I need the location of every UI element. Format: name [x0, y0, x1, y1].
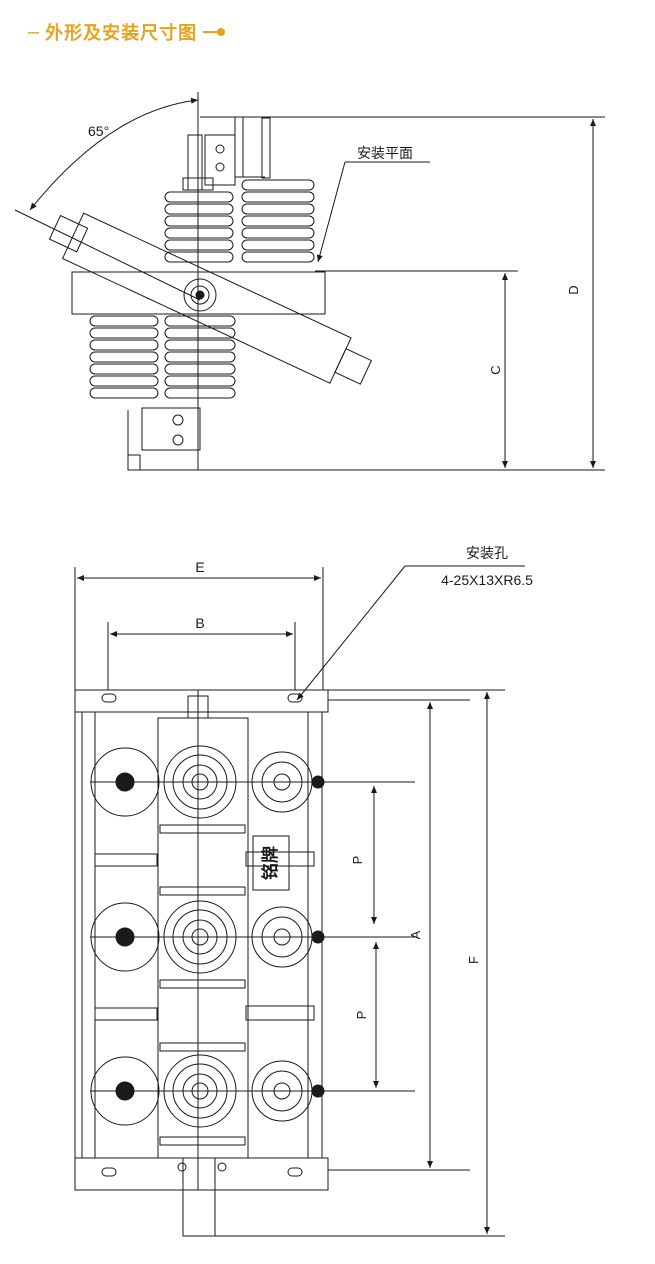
dim-c-label: C	[488, 365, 503, 374]
operating-rod	[48, 212, 373, 385]
dim-f-label: F	[466, 956, 481, 964]
side-view	[14, 92, 605, 471]
header-arrow-icon	[203, 28, 226, 36]
upper-insulator-right	[241, 179, 315, 263]
header-dash: –	[28, 20, 40, 43]
bottom-plate	[74, 1157, 329, 1191]
phase-3	[90, 1042, 415, 1146]
page-title: 外形及安装尺寸图	[45, 23, 198, 43]
dim-a-label: A	[408, 930, 423, 939]
phase-2	[90, 886, 415, 989]
lower-insulator-left	[89, 315, 159, 399]
rotation-arc	[29, 97, 199, 211]
dim-p-upper-label: P	[350, 856, 365, 865]
mounting-hole-label: 安装孔	[466, 545, 508, 561]
mounting-hole-spec: 4-25X13XR6.5	[441, 572, 533, 588]
plan-view	[74, 565, 525, 1237]
section-header: – 外形及安装尺寸图	[28, 18, 226, 46]
nameplate-box	[252, 835, 290, 891]
dim-d-label: D	[566, 285, 581, 294]
dim-e-label: E	[195, 559, 204, 575]
angle-label: 65°	[88, 123, 109, 139]
top-plate	[74, 689, 329, 713]
base-frame	[71, 271, 326, 315]
upper-insulator-left	[164, 177, 234, 263]
rotated-axis-line	[14, 209, 201, 301]
dim-b-label: B	[195, 615, 204, 631]
dim-p-lower-label: P	[354, 1011, 369, 1020]
phase-1	[90, 745, 415, 834]
lower-insulator-center	[164, 315, 236, 399]
mounting-plane-label: 安装平面	[357, 145, 413, 161]
nameplate-label: 铭牌	[260, 846, 280, 880]
